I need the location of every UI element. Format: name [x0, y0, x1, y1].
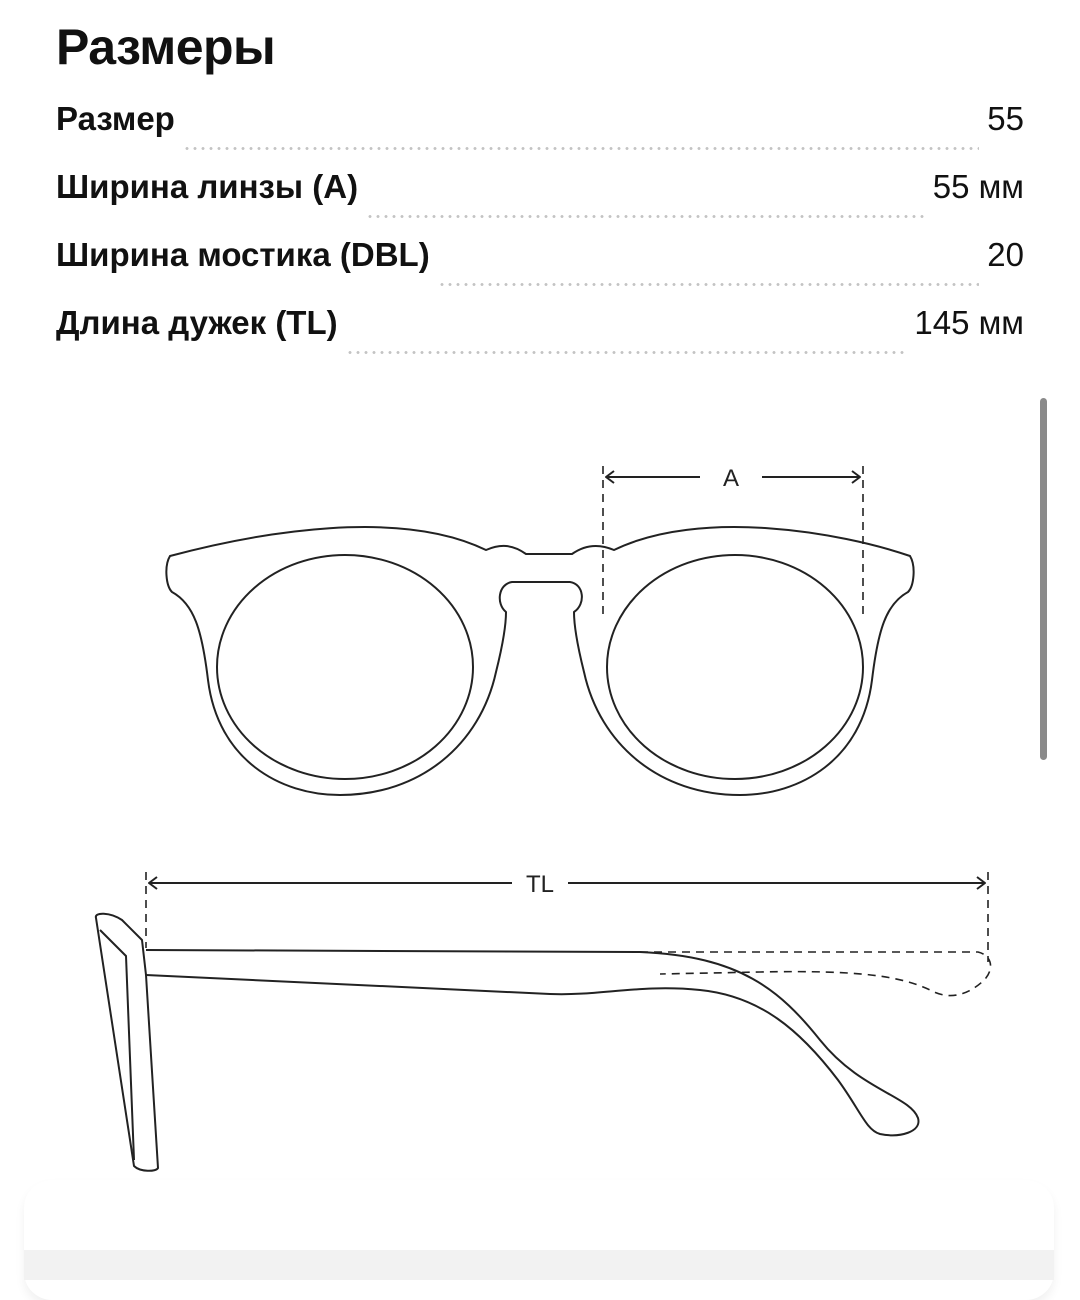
spec-row-bridge-width: Ширина мостика (DBL) 20: [56, 236, 1024, 304]
size-spec-list: Размер 55 Ширина линзы (A) 55 мм Ширина …: [56, 100, 1024, 372]
glasses-side-view: [94, 912, 992, 1172]
temple-straight-ghost: [640, 951, 992, 997]
dotted-leader: [345, 351, 907, 354]
dotted-leader: [437, 283, 980, 286]
left-lens: [216, 554, 474, 780]
spec-row-lens-width: Ширина линзы (A) 55 мм: [56, 168, 1024, 236]
right-lens: [606, 554, 864, 780]
dotted-leader: [182, 147, 980, 150]
spec-value: 55: [987, 100, 1024, 137]
dimension-tl-marker: TL: [145, 871, 989, 962]
spec-value: 20: [987, 236, 1024, 273]
spec-row-temple-length: Длина дужек (TL) 145 мм: [56, 304, 1024, 372]
spec-label: Размер: [56, 100, 175, 137]
side-front-rim: [94, 912, 159, 1172]
dimension-a-marker: A: [602, 465, 864, 620]
scrollbar[interactable]: [1040, 398, 1047, 760]
bottom-panel: [24, 1250, 1054, 1280]
spec-row-size: Размер 55: [56, 100, 1024, 168]
spec-label: Ширина линзы (A): [56, 168, 359, 205]
spec-value: 145 мм: [914, 304, 1024, 341]
temple-arm: [145, 949, 920, 1137]
dotted-leader: [366, 215, 925, 218]
glasses-front-view: [165, 526, 915, 796]
spec-label: Длина дужек (TL): [56, 304, 338, 341]
dimension-a-label: A: [723, 465, 739, 492]
page-title: Размеры: [56, 19, 276, 75]
bottom-card: [24, 1180, 1054, 1300]
front-frame-outline: [165, 526, 915, 796]
spec-value: 55 мм: [932, 168, 1024, 205]
dimension-tl-label: TL: [526, 871, 554, 898]
spec-label: Ширина мостика (DBL): [56, 236, 430, 273]
